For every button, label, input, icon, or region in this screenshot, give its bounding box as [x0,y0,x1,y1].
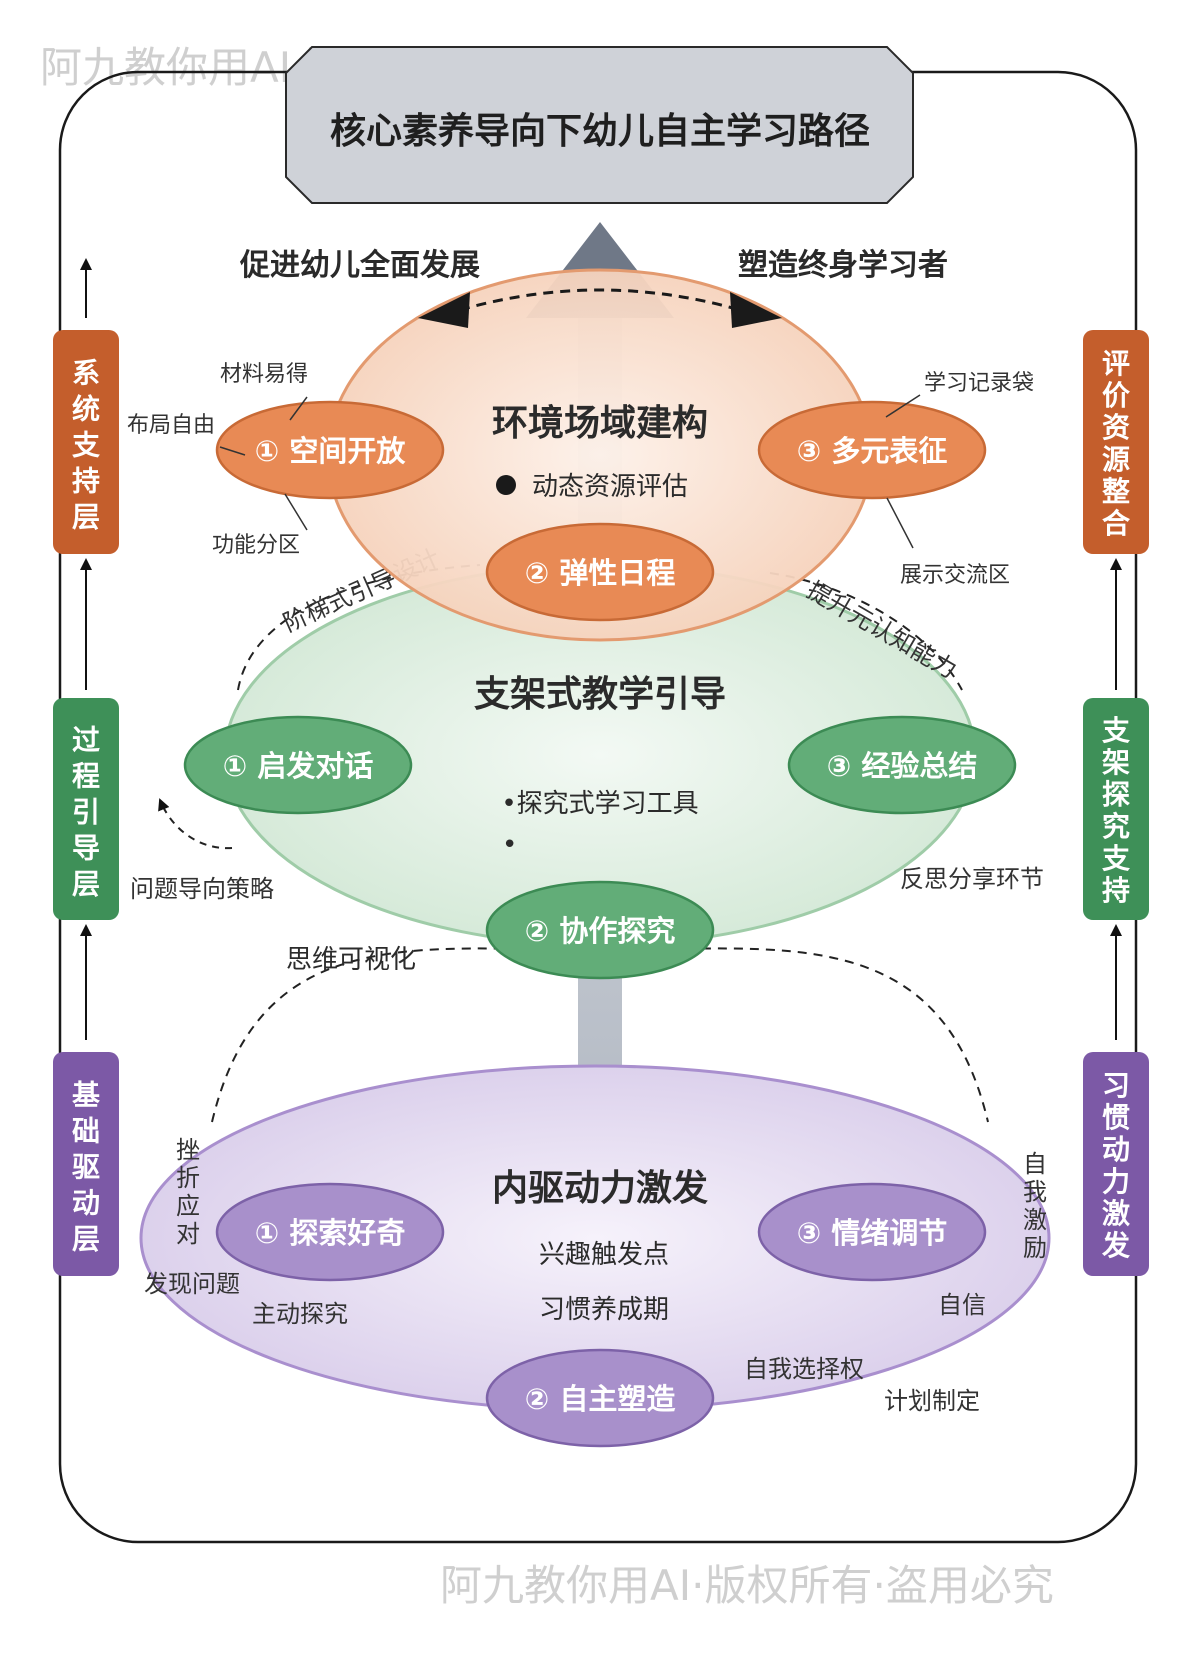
goal-arrow-right-head [730,292,782,328]
drive-subtitle-interest: 兴趣触发点 [539,1240,669,1270]
environment-subtitle: 动态资源评估 [532,472,688,502]
environment-node-representation [757,400,987,500]
side-left-process-label: 过程引导层 [72,724,100,901]
drive-node-emotion-label: ③ 情绪调节 [797,1216,948,1250]
drive-label-discover: 发现问题 [144,1270,240,1298]
scaffold-label-reflect: 反思分享环节 [900,865,1044,893]
environment-label-zones: 功能分区 [212,533,300,558]
drive-node-curiosity-label: ① 探索好奇 [255,1216,406,1250]
leader-materials [289,396,308,421]
scaffold-node-dialogue [183,715,413,815]
environment-node-representation-label: ③ 多元表征 [797,434,948,468]
scaffold-label-problem: 问题导向策略 [130,875,274,903]
side-right-habit-label: 习惯动力激发 [1101,1069,1130,1262]
scaffold-layer-title: 支架式教学引导 [474,673,726,715]
leader-zones [284,493,308,531]
environment-node-schedule-label: ② 弹性日程 [525,556,676,590]
environment-layer-title: 环境场域建构 [492,403,708,444]
environment-bullet [496,475,516,495]
scaffold-node-dialogue-label: ① 启发对话 [223,749,374,783]
page-title: 核心素养导向下幼儿自主学习路径 [330,110,870,152]
side-right-evaluation-label: 评价资源整合 [1102,347,1131,540]
scaffold-curve-left [237,564,481,691]
goal-right: 塑造终身学习者 [738,248,948,283]
environment-label-exhibit: 展示交流区 [900,563,1010,588]
drive-label-confidence: 自信 [938,1291,986,1319]
scaffold-node-collaboration-label: ② 协作探究 [525,914,676,948]
problem-strategy-arrow [158,798,233,850]
goal-arrow-left-head [418,292,470,328]
leader-portfolio [885,394,921,418]
drive-node-autonomy [485,1348,715,1448]
side-left-base [53,1052,119,1276]
side-right-habit [1083,1052,1149,1276]
environment-node-schedule [485,522,715,622]
watermark-bottom: 阿九教你用AI·版权所有·盗用必究 [440,1561,1054,1610]
environment-label-layout: 布局自由 [127,413,215,438]
drive-label-explore: 主动探究 [252,1300,348,1328]
side-right-evaluation [1083,330,1149,554]
drive-label-motivate: 自我激励 [1023,1150,1047,1262]
goal-double-arrow [459,288,741,312]
drive-node-curiosity [215,1182,445,1282]
drive-layer-title: 内驱动力激发 [492,1168,708,1209]
drive-label-plan: 计划制定 [884,1387,980,1415]
drive-subtitle-habit: 习惯养成期 [539,1295,669,1325]
environment-node-space-label: ① 空间开放 [255,434,407,468]
side-right-scaffold-label: 支架探究支持 [1102,714,1130,907]
title-box [285,46,914,204]
scaffold-node-collaboration [485,880,715,980]
environment-label-materials: 材料易得 [220,362,308,387]
leader-layout [219,446,246,456]
drive-connector-curve [211,947,989,1123]
environment-node-space [215,400,445,500]
drive-node-autonomy-label: ② 自主塑造 [525,1382,676,1416]
scaffold-node-summary [787,715,1017,815]
side-left-system [53,330,119,554]
scaffold-node-summary-label: ③ 经验总结 [827,749,978,783]
drive-node-emotion [757,1182,987,1282]
environment-label-portfolio: 学习记录袋 [924,371,1034,396]
scaffold-subtitle: •探究式学习工具 [501,789,698,819]
side-left-process [53,698,119,920]
side-left-base-label: 基础驱动层 [72,1079,100,1256]
drive-label-frustration: 挫折应对 [176,1136,200,1248]
side-right-scaffold [1083,698,1149,920]
scaffold-label-visual: 思维可视化 [286,945,416,975]
goal-left: 促进幼儿全面发展 [239,248,480,283]
scaffold-bullet: • [502,830,517,860]
leader-exhibit [886,497,914,549]
side-left-system-label: 系统支持层 [72,357,100,534]
drive-label-choice: 自我选择权 [744,1355,864,1383]
